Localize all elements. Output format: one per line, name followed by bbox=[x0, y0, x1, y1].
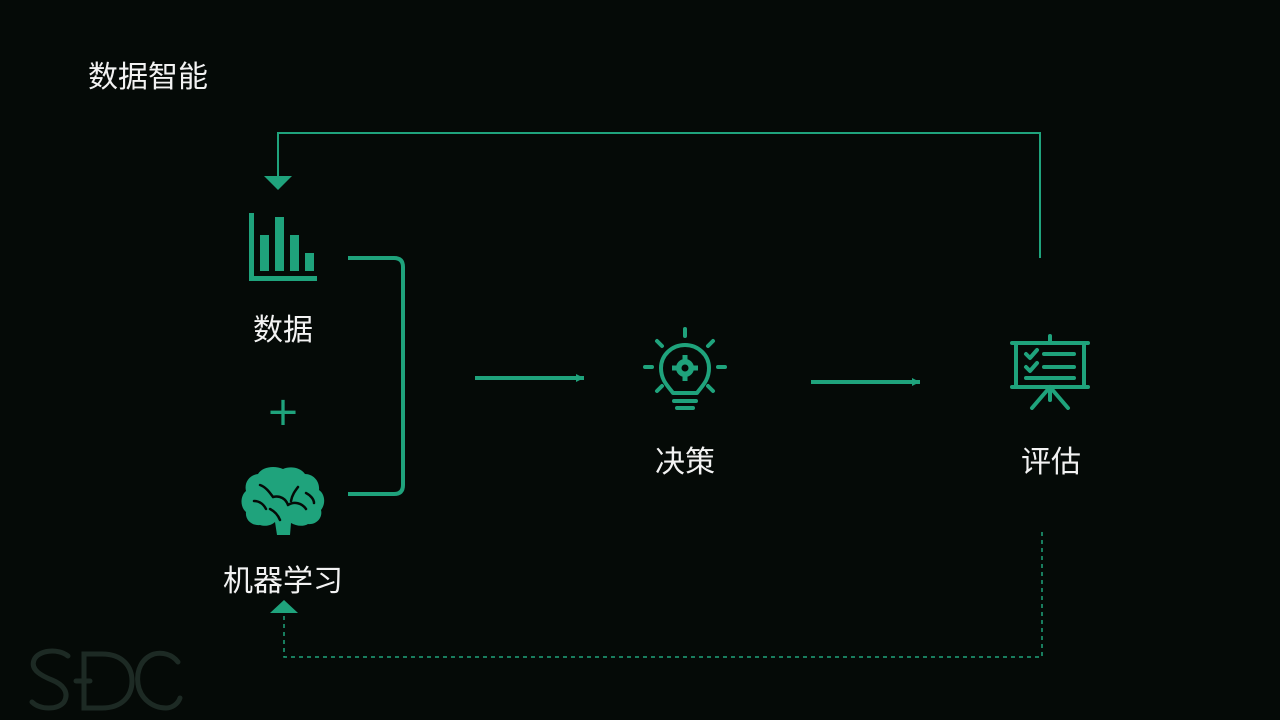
sdc-logo bbox=[29, 648, 183, 711]
node-evaluation-label: 评估 bbox=[1021, 445, 1081, 480]
plus-sign: + bbox=[266, 389, 300, 435]
bracket bbox=[348, 256, 405, 496]
bar-chart-icon bbox=[249, 213, 317, 281]
node-decision-label: 决策 bbox=[655, 445, 715, 480]
node-ml-label: 机器学习 bbox=[223, 564, 343, 599]
presentation-board-icon bbox=[1010, 334, 1090, 410]
brain-icon bbox=[241, 466, 325, 535]
feedback-arrow-bottom bbox=[283, 532, 1043, 658]
feedback-arrowhead-top bbox=[264, 176, 292, 190]
feedback-arrow-top bbox=[277, 132, 1041, 258]
node-data-label: 数据 bbox=[253, 313, 313, 348]
page-title: 数据智能 bbox=[88, 60, 208, 95]
lightbulb-gear-icon bbox=[643, 327, 727, 410]
feedback-arrowhead-bottom bbox=[270, 600, 298, 613]
